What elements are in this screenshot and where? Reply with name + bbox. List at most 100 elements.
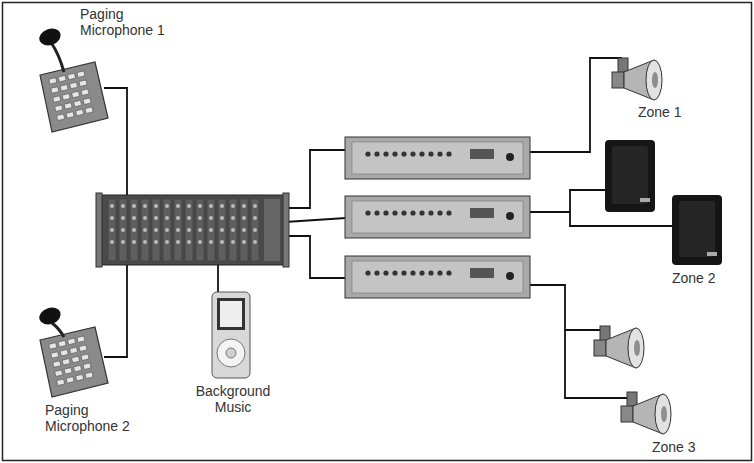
mixer-unit: [96, 193, 289, 267]
channel-strip: [108, 199, 116, 261]
amp-knob: [419, 151, 424, 156]
wire: [104, 264, 127, 357]
device-label: Zone 2: [672, 270, 716, 286]
keypad-key: [60, 85, 68, 91]
keypad-key: [66, 112, 74, 118]
knob: [143, 228, 147, 232]
power-switch: [506, 272, 514, 280]
keypad-key: [55, 370, 63, 376]
knob: [132, 204, 136, 208]
horn-speaker: [594, 326, 644, 368]
amplifier-body: [345, 137, 530, 179]
wall-speaker: [672, 195, 722, 265]
knob: [187, 228, 191, 232]
knob: [198, 204, 202, 208]
horn-mouth: [628, 328, 644, 368]
knob: [121, 216, 125, 220]
keypad-key: [76, 374, 84, 380]
frame: [3, 3, 752, 461]
knob: [143, 240, 147, 244]
player-body: [212, 292, 250, 378]
knob: [231, 240, 235, 244]
channel-strip: [251, 199, 259, 261]
amp-knob: [383, 270, 388, 275]
knob: [220, 216, 224, 220]
amp-knob: [419, 270, 424, 275]
player-screen: [217, 298, 245, 330]
knob: [231, 204, 235, 208]
amp-knob: [428, 210, 433, 215]
knob: [242, 204, 246, 208]
knob: [209, 204, 213, 208]
microphones: [37, 26, 108, 397]
keypad-key: [55, 105, 63, 111]
amp-knob: [437, 270, 442, 275]
music-player: [212, 292, 250, 378]
driver: [594, 340, 606, 356]
knob: [198, 216, 202, 220]
knob: [253, 228, 257, 232]
horn-mouth: [646, 60, 662, 100]
knob: [231, 216, 235, 220]
keypad-key: [64, 103, 72, 109]
channel-strip: [229, 199, 237, 261]
knob: [165, 240, 169, 244]
amp-knob: [374, 270, 379, 275]
amp-knob: [374, 151, 379, 156]
keypad-key: [83, 363, 91, 369]
speaker-grille: [612, 146, 648, 204]
knob: [154, 204, 158, 208]
horn-throat: [661, 406, 667, 422]
knob: [187, 240, 191, 244]
amp-knob: [365, 270, 370, 275]
speaker-logo: [640, 198, 650, 202]
driver: [621, 406, 633, 422]
driver: [612, 72, 624, 88]
zone-speakers: [605, 140, 722, 265]
knob: [209, 240, 213, 244]
device-label: Background Music: [192, 383, 274, 415]
knob: [165, 216, 169, 220]
knob: [110, 240, 114, 244]
amp-knob: [392, 270, 397, 275]
channel-strip: [130, 199, 138, 261]
power-switch: [506, 153, 514, 161]
knob: [121, 228, 125, 232]
knob: [143, 204, 147, 208]
knob: [132, 216, 136, 220]
keypad-key: [68, 338, 76, 344]
amp-knob: [428, 270, 433, 275]
keypad-key: [53, 96, 61, 102]
keypad-key: [70, 82, 78, 88]
knob: [187, 216, 191, 220]
keypad-key: [68, 73, 76, 79]
horn-throat: [652, 72, 658, 88]
channel-strip: [141, 199, 149, 261]
knob: [242, 240, 246, 244]
amp-knob: [401, 151, 406, 156]
keypad-key: [49, 78, 57, 84]
device-name: Paging Microphone 1: [80, 6, 176, 38]
rack-ear: [283, 193, 289, 267]
amp-display: [470, 208, 494, 218]
wire: [570, 212, 672, 226]
knob: [143, 216, 147, 220]
wire: [285, 218, 346, 222]
knob: [198, 240, 202, 244]
horn-mouth: [655, 394, 671, 434]
knob: [154, 240, 158, 244]
knob: [209, 228, 213, 232]
keypad-key: [85, 107, 93, 113]
keypad-key: [60, 350, 68, 356]
keypad-key: [51, 352, 59, 358]
keypad-key: [72, 91, 80, 97]
amp-display: [470, 268, 494, 278]
keypad-key: [79, 345, 87, 351]
channel-strip: [174, 199, 182, 261]
horn-speaker: [621, 392, 671, 434]
keypad-key: [66, 377, 74, 383]
amp-knob: [446, 210, 451, 215]
amp-knob: [446, 151, 451, 156]
keypad-key: [57, 114, 65, 120]
